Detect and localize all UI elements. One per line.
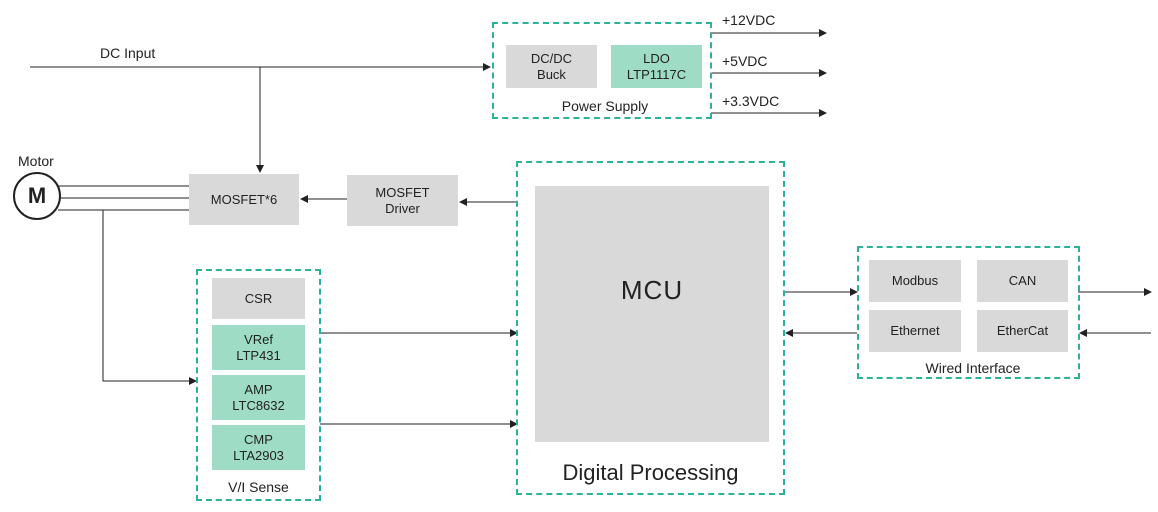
motor-label: Motor: [18, 153, 54, 169]
mcu-block: MCU: [535, 186, 769, 442]
amp-block: AMP LTC8632: [212, 375, 305, 420]
power-supply-title: Power Supply: [561, 98, 649, 114]
vi-sense-group: [196, 269, 321, 501]
wired-interface-group: [857, 246, 1080, 379]
modbus-block: Modbus: [869, 260, 961, 302]
wired-interface-title: Wired Interface: [925, 360, 1021, 376]
sense-tap-line: [102, 210, 197, 385]
ethercat-block: EtherCat: [977, 310, 1068, 352]
motor-icon: M: [13, 172, 61, 220]
csr-block: CSR: [212, 278, 305, 319]
vref-block: VRef LTP431: [212, 325, 305, 370]
mosfet-block: MOSFET*6: [189, 174, 299, 225]
output-3v3-label: +3.3VDC: [722, 93, 780, 109]
power-supply-group: [492, 22, 712, 119]
mosfet-driver-block: MOSFET Driver: [347, 175, 458, 226]
can-block: CAN: [977, 260, 1068, 302]
dc-input-label: DC Input: [100, 45, 156, 61]
digital-processing-group: [516, 161, 785, 495]
output-12v-label: +12VDC: [722, 12, 776, 28]
output-5v-label: +5VDC: [722, 53, 768, 69]
vi-sense-title: V/I Sense: [228, 479, 289, 495]
dc-dc-buck-block: DC/DC Buck: [506, 45, 597, 88]
ldo-block: LDO LTP1117C: [611, 45, 702, 88]
ethernet-block: Ethernet: [869, 310, 961, 352]
cmp-block: CMP LTA2903: [212, 425, 305, 470]
digital-processing-title: Digital Processing: [562, 460, 739, 485]
